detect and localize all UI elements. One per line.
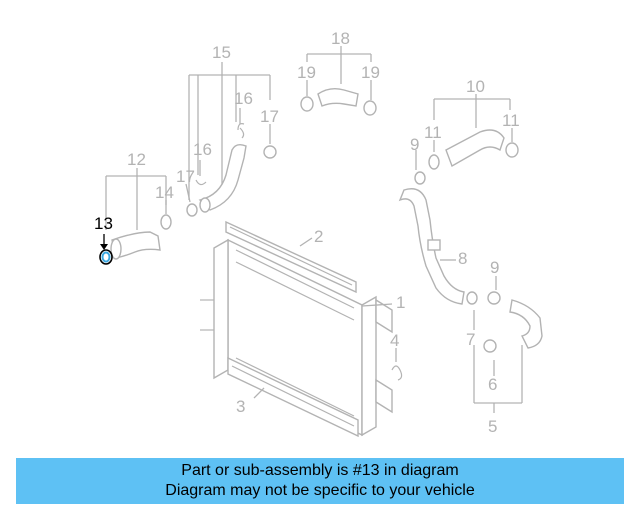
callout-17-upper: 17 [260, 107, 279, 126]
callout-8: 8 [458, 249, 467, 268]
callout-6: 6 [488, 375, 497, 394]
callout-17-lower: 17 [176, 167, 195, 186]
single-leaders [165, 80, 513, 399]
callout-11-left: 11 [424, 123, 442, 142]
banner-line-2: Diagram may not be specific to your vehi… [165, 482, 475, 499]
oring-13-highlighted[interactable] [99, 249, 113, 265]
clip-4 [391, 365, 403, 381]
callout-4: 4 [390, 331, 399, 350]
lower-seal-strip [227, 356, 359, 438]
callout-15-leader [188, 62, 271, 200]
callout-18-leader [306, 46, 372, 84]
hose-18 [300, 87, 377, 116]
callout-10: 10 [466, 77, 485, 96]
callout-18: 18 [331, 29, 350, 48]
callout-5: 5 [488, 417, 497, 436]
callout-12-leader [105, 168, 167, 230]
info-banner: Part or sub-assembly is #13 in diagram D… [16, 458, 624, 504]
callout-16-lower: 16 [193, 140, 212, 159]
callout-12: 12 [127, 150, 146, 169]
callout-1: 1 [396, 293, 405, 312]
hose-lower-right [483, 291, 543, 353]
hose-10 [428, 129, 519, 170]
callout-19-right: 19 [361, 63, 380, 82]
callout-9-upper: 9 [410, 135, 419, 154]
callout-13-arrowhead [100, 244, 108, 250]
callout-7: 7 [466, 330, 475, 349]
hose-15 [186, 123, 277, 217]
callout-5-leader [473, 345, 523, 413]
hose-12 [110, 214, 172, 260]
callout-11-right: 11 [502, 111, 520, 130]
callout-16-upper: 16 [234, 89, 253, 108]
callout-3: 3 [236, 397, 245, 416]
callout-19-left: 19 [297, 63, 316, 82]
callout-13: 13 [94, 214, 113, 233]
banner-line-1: Part or sub-assembly is #13 in diagram [181, 462, 459, 479]
callout-14: 14 [155, 183, 174, 202]
pipe-8 [398, 171, 478, 305]
callout-9-lower: 9 [490, 258, 499, 277]
callout-10-leader [433, 94, 511, 128]
callout-15: 15 [212, 43, 231, 62]
upper-seal-strip [225, 220, 357, 294]
callout-2: 2 [314, 227, 323, 246]
